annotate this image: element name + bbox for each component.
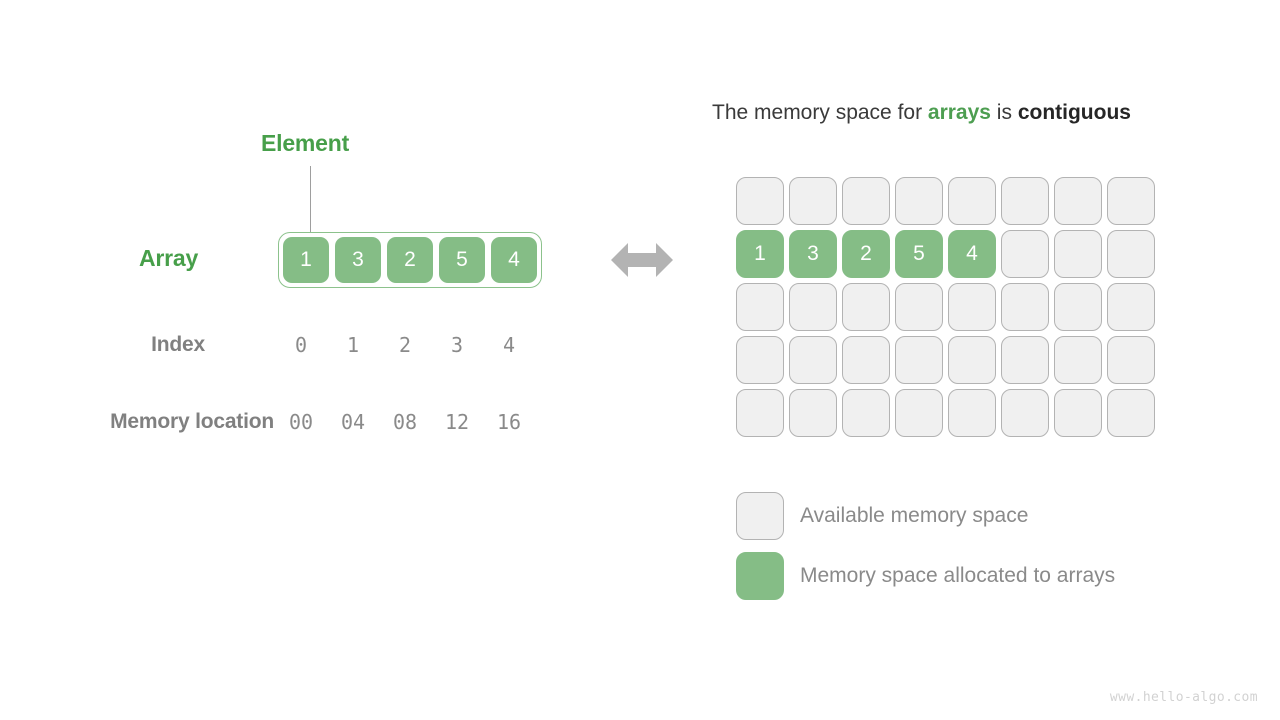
memory-cell-free	[895, 389, 943, 437]
memory-title-part1: The memory space for	[712, 101, 928, 124]
memory-cell-free	[895, 336, 943, 384]
watermark: www.hello-algo.com	[1109, 690, 1258, 705]
memory-grid: 1 3 2 5 4	[736, 177, 1155, 437]
memory-cell-free	[789, 389, 837, 437]
index-values-row: 0 1 2 3 4	[278, 333, 532, 357]
memory-cell-free	[895, 177, 943, 225]
memory-cell-allocated: 5	[895, 230, 943, 278]
array-cell: 3	[335, 237, 381, 283]
memory-cell-allocated: 2	[842, 230, 890, 278]
array-cell: 1	[283, 237, 329, 283]
memory-location-value: 04	[340, 410, 366, 434]
memory-cell-free	[1107, 389, 1155, 437]
memory-location-value: 12	[444, 410, 470, 434]
memory-layout-panel: The memory space for arrays is contiguou…	[700, 0, 1280, 720]
memory-cell-allocated: 3	[789, 230, 837, 278]
memory-cell-free	[1107, 177, 1155, 225]
memory-cell-free	[789, 177, 837, 225]
memory-grid-row	[736, 283, 1155, 331]
memory-location-value: 16	[496, 410, 522, 434]
memory-grid-row	[736, 177, 1155, 225]
array-row-label: Array	[139, 245, 199, 271]
memory-cell-free	[1054, 336, 1102, 384]
memory-cell-free	[736, 389, 784, 437]
memory-title-contiguous-highlight: contiguous	[1017, 101, 1131, 124]
memory-cell-allocated: 1	[736, 230, 784, 278]
legend-label-allocated: Memory space allocated to arrays	[800, 564, 1116, 587]
memory-cell-free	[1107, 336, 1155, 384]
memory-cell-allocated: 4	[948, 230, 996, 278]
memory-cell-free	[948, 283, 996, 331]
index-value: 4	[502, 333, 516, 357]
memory-location-value: 08	[392, 410, 418, 434]
element-callout-leader-line	[310, 166, 311, 232]
array-cell: 2	[387, 237, 433, 283]
memory-cell-free	[842, 336, 890, 384]
legend-item-available: Available memory space	[736, 492, 1115, 540]
double-arrow-horizontal-icon	[611, 243, 673, 277]
memory-location-row-label: Memory location	[110, 410, 274, 433]
index-value: 1	[346, 333, 360, 357]
memory-cell-free	[842, 283, 890, 331]
index-row-label: Index	[151, 333, 205, 356]
memory-cell-free	[1054, 283, 1102, 331]
array-container: 1 3 2 5 4	[278, 232, 542, 288]
memory-grid-row	[736, 336, 1155, 384]
memory-location-value: 00	[288, 410, 314, 434]
index-value: 2	[398, 333, 412, 357]
memory-cell-free	[1001, 283, 1049, 331]
index-value: 0	[294, 333, 308, 357]
memory-grid-row	[736, 389, 1155, 437]
array-cell: 5	[439, 237, 485, 283]
legend-label-available: Available memory space	[800, 504, 1029, 527]
memory-cell-free	[1054, 177, 1102, 225]
memory-cell-free	[736, 336, 784, 384]
index-value: 3	[450, 333, 464, 357]
memory-cell-free	[895, 283, 943, 331]
element-callout-label: Element	[261, 130, 350, 156]
memory-cell-free	[948, 177, 996, 225]
memory-title-arrays-highlight: arrays	[927, 101, 991, 124]
memory-cell-free	[1001, 177, 1049, 225]
array-cell: 4	[491, 237, 537, 283]
memory-cell-free	[842, 389, 890, 437]
memory-cell-free	[1001, 389, 1049, 437]
memory-grid-row: 1 3 2 5 4	[736, 230, 1155, 278]
memory-cell-free	[1107, 230, 1155, 278]
memory-cell-free	[736, 177, 784, 225]
memory-legend: Available memory space Memory space allo…	[736, 492, 1115, 600]
memory-title: The memory space for arrays is contiguou…	[712, 101, 1131, 125]
legend-swatch-allocated-icon	[736, 552, 784, 600]
memory-cell-free	[948, 336, 996, 384]
memory-cell-free	[842, 177, 890, 225]
memory-cell-free	[789, 283, 837, 331]
legend-item-allocated: Memory space allocated to arrays	[736, 552, 1115, 600]
memory-cell-free	[789, 336, 837, 384]
memory-cell-free	[948, 389, 996, 437]
memory-cell-free	[1054, 389, 1102, 437]
memory-title-part2: is	[990, 101, 1018, 124]
legend-swatch-free-icon	[736, 492, 784, 540]
array-concept-panel: Element Array 1 3 2 5 4 Index 0 1 2 3 4 …	[0, 0, 600, 720]
memory-cell-free	[1001, 230, 1049, 278]
memory-cell-free	[1054, 230, 1102, 278]
memory-cell-free	[1107, 283, 1155, 331]
memory-location-values-row: 00 04 08 12 16	[278, 410, 532, 434]
memory-cell-free	[736, 283, 784, 331]
memory-cell-free	[1001, 336, 1049, 384]
